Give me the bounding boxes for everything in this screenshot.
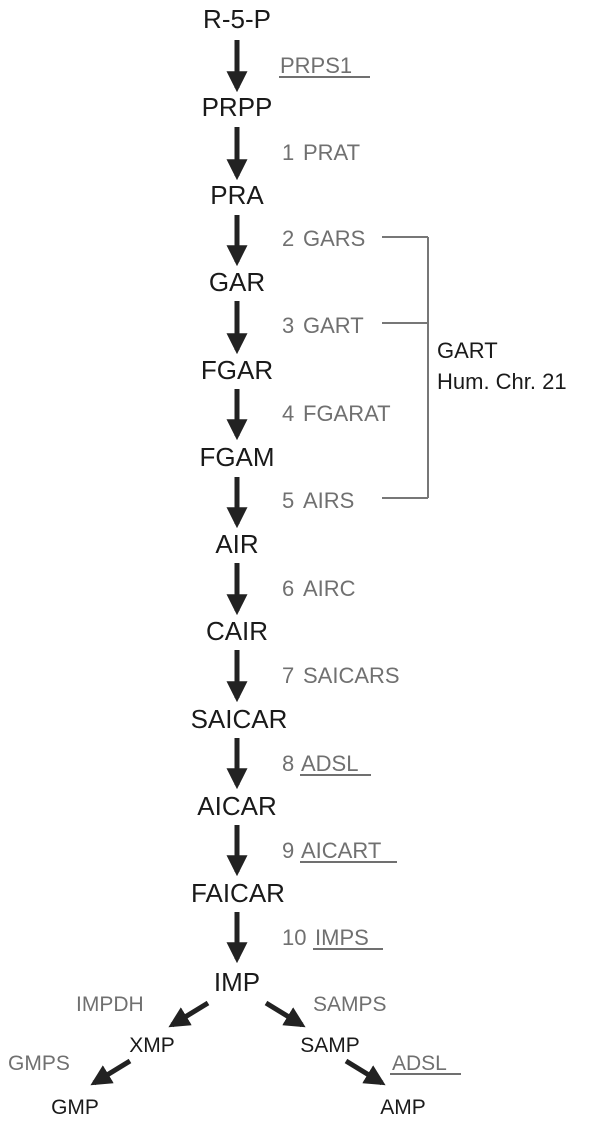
enzymes: PRPS1 1 PRAT 2 GARS 3 GART 4 FGARAT 5 AI… (8, 53, 461, 1075)
metabolite-samp: SAMP (300, 1034, 360, 1057)
enzyme-prat: PRAT (303, 140, 360, 165)
step10-number: 10 (282, 925, 306, 950)
enzyme-airs: AIRS (303, 488, 354, 513)
gart-chromosome-label: Hum. Chr. 21 (437, 369, 567, 394)
arrow-xmp-gmp (90, 1058, 132, 1086)
enzyme-imps: IMPS (315, 925, 369, 950)
metabolite-aicar: AICAR (197, 791, 276, 821)
step9-number: 9 (282, 838, 294, 863)
enzyme-adsl: ADSL (301, 751, 358, 776)
metabolite-amp: AMP (380, 1096, 426, 1119)
metabolite-xmp: XMP (129, 1034, 175, 1057)
metabolite-fgam: FGAM (199, 442, 274, 472)
step4-number: 4 (282, 401, 294, 426)
metabolite-pra: PRA (210, 180, 264, 210)
gart-group-label: GART (437, 338, 498, 363)
metabolite-gmp: GMP (51, 1096, 99, 1119)
metabolite-faicar: FAICAR (191, 878, 285, 908)
enzyme-gart: GART (303, 313, 364, 338)
metabolites: R-5-P PRPP PRA GAR FGAR FGAM AIR CAIR SA… (51, 4, 426, 1119)
arrow-imp-samp (264, 1000, 306, 1028)
enzyme-saicars: SAICARS (303, 663, 400, 688)
enzyme-gars: GARS (303, 226, 365, 251)
step6-number: 6 (282, 576, 294, 601)
metabolite-r5p: R-5-P (203, 4, 271, 34)
metabolite-saicar: SAICAR (191, 704, 288, 734)
enzyme-aicart: AICART (301, 838, 381, 863)
metabolite-prpp: PRPP (202, 92, 273, 122)
enzyme-airc: AIRC (303, 576, 356, 601)
arrow-imp-xmp (168, 1000, 210, 1028)
enzyme-adsl-branch: ADSL (392, 1052, 447, 1075)
enzyme-impdh: IMPDH (76, 993, 144, 1016)
metabolite-gar: GAR (209, 267, 265, 297)
enzyme-prps1: PRPS1 (280, 53, 352, 78)
enzyme-gmps: GMPS (8, 1052, 70, 1075)
metabolite-imp: IMP (214, 967, 260, 997)
step2-number: 2 (282, 226, 294, 251)
gart-bracket (382, 236, 429, 499)
enzyme-fgarat: FGARAT (303, 401, 391, 426)
metabolite-fgar: FGAR (201, 355, 273, 385)
step5-number: 5 (282, 488, 294, 513)
metabolite-air: AIR (215, 529, 258, 559)
step7-number: 7 (282, 663, 294, 688)
arrow-samp-amp (344, 1058, 386, 1086)
step8-number: 8 (282, 751, 294, 776)
step3-number: 3 (282, 313, 294, 338)
step1-number: 1 (282, 140, 294, 165)
pathway-arrows (90, 40, 386, 1086)
metabolite-cair: CAIR (206, 616, 268, 646)
enzyme-samps: SAMPS (313, 993, 387, 1016)
